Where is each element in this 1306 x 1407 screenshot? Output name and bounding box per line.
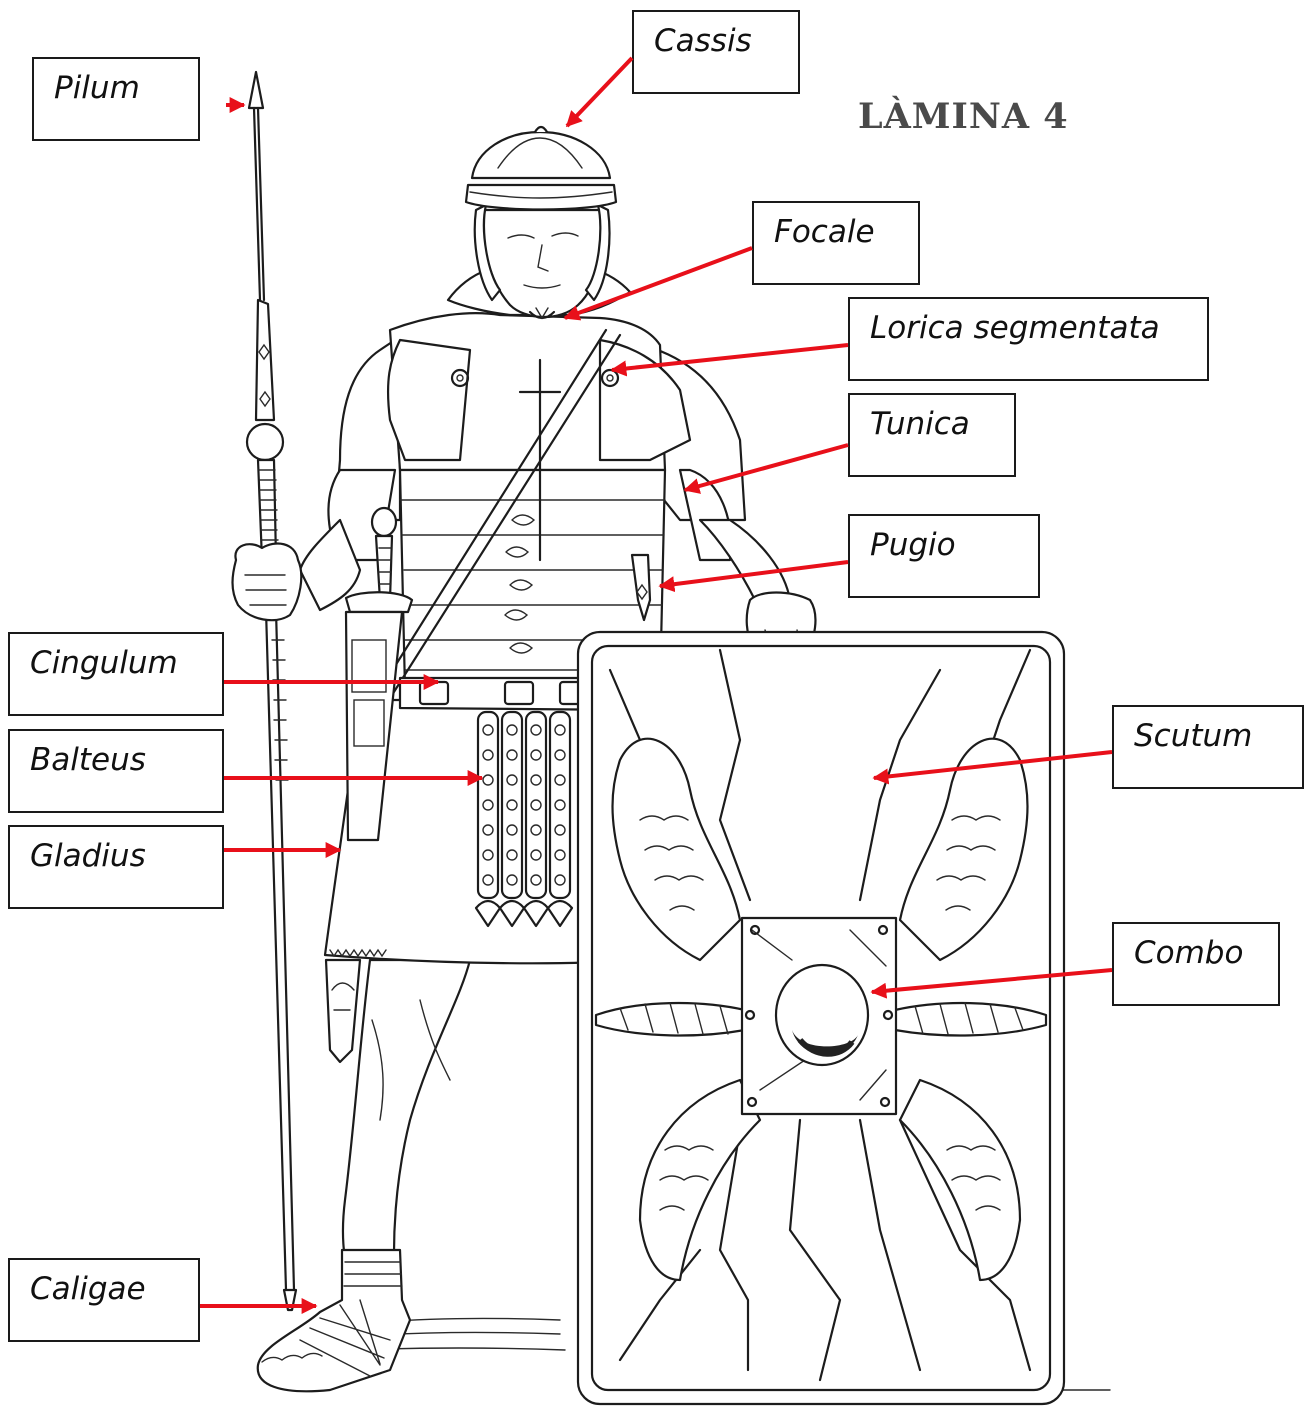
lorica-arrow — [612, 345, 848, 370]
scutum-arrow — [874, 752, 1112, 778]
pugio-arrow — [660, 562, 848, 586]
tunica-arrow — [685, 445, 848, 490]
combo-arrow — [872, 970, 1112, 992]
focale-arrow — [565, 248, 752, 318]
cassis-arrow — [567, 58, 632, 126]
